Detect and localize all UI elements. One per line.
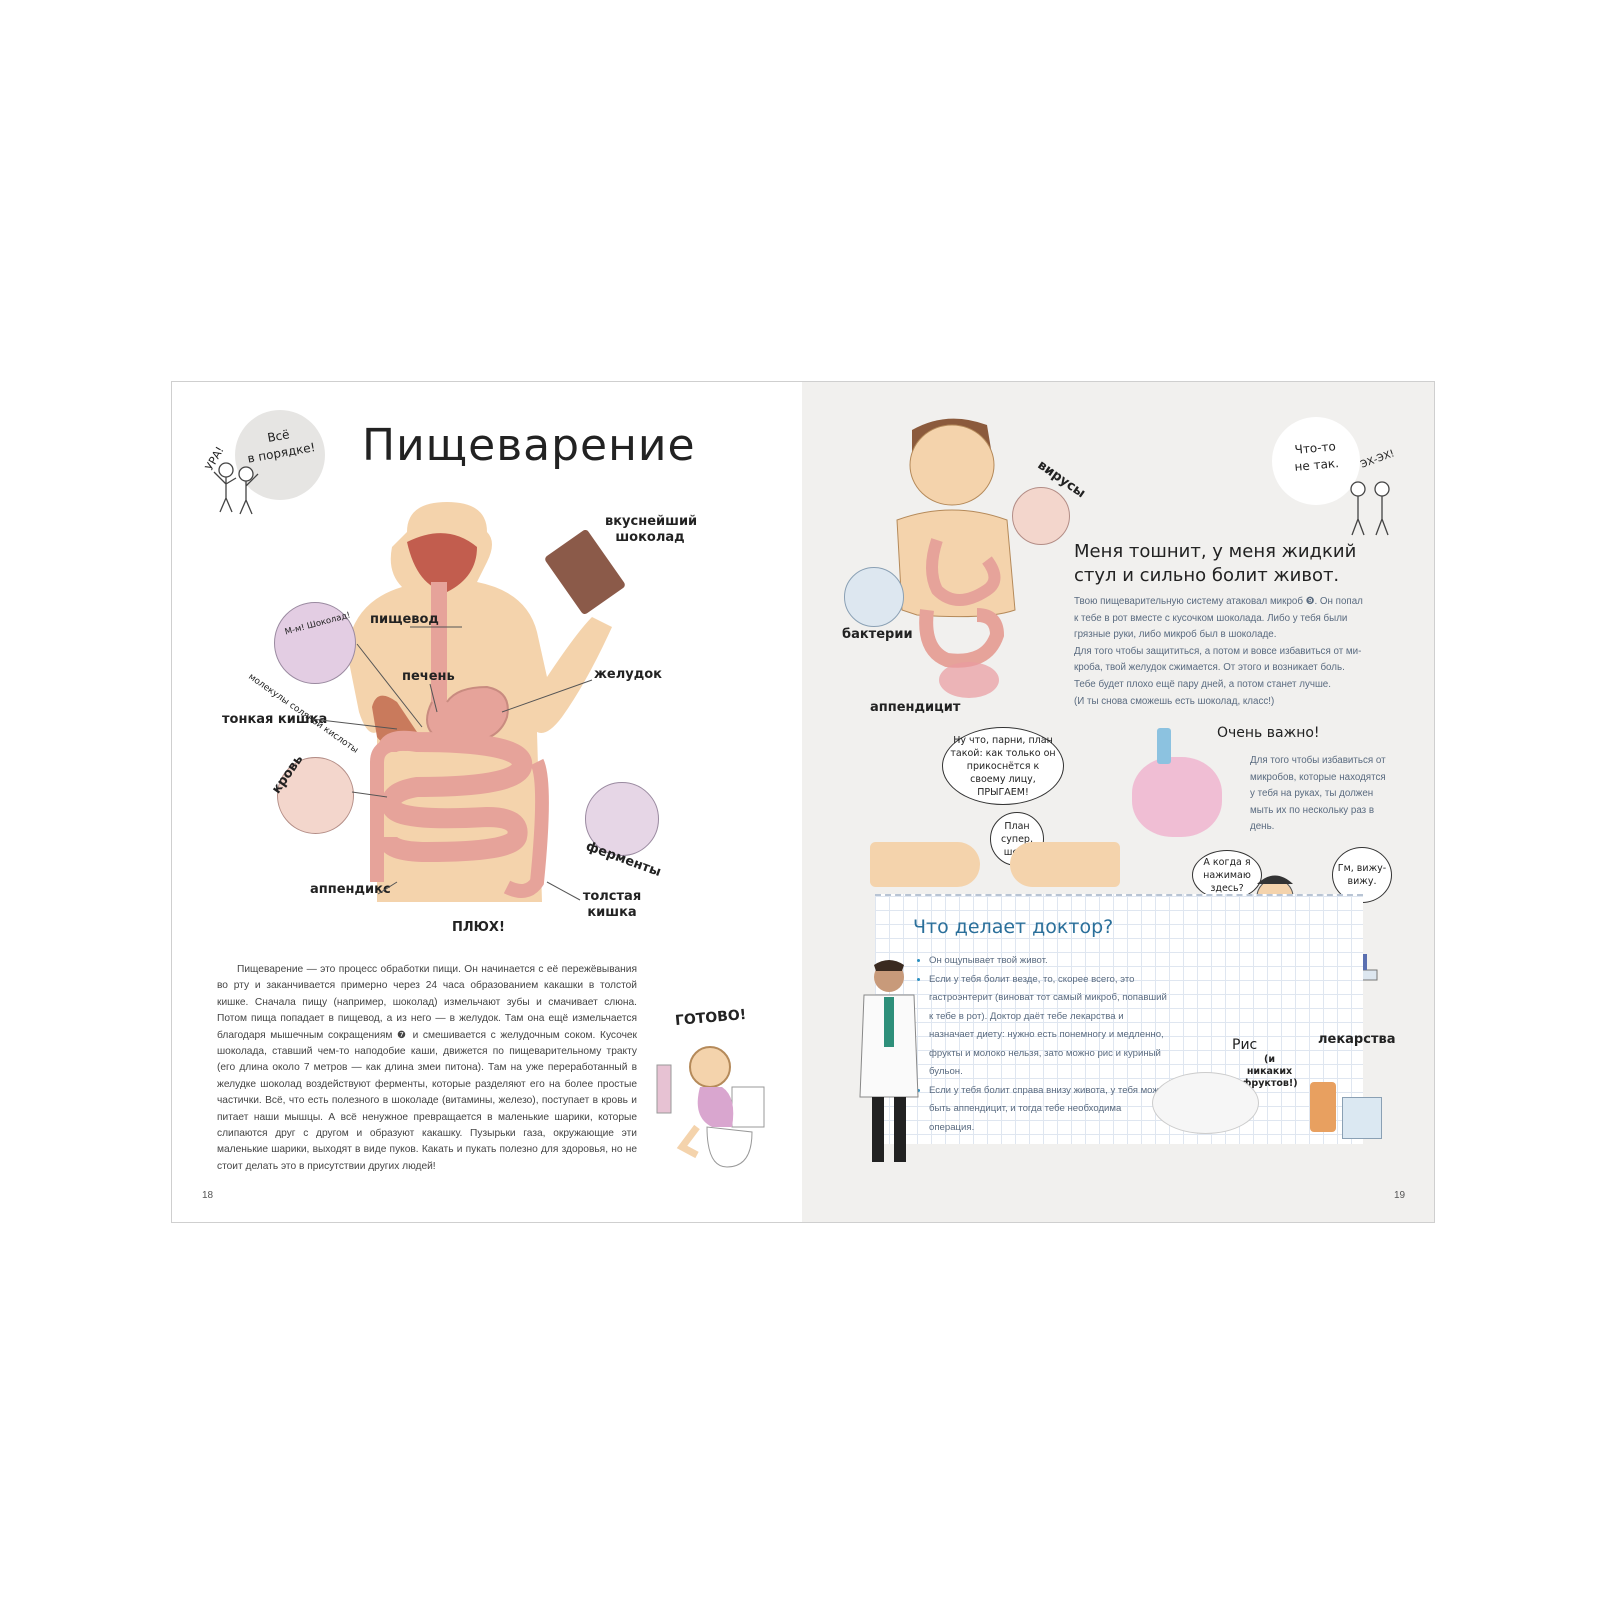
sad-kids-illustration [1350, 481, 1390, 536]
page-title: Пищеварение [362, 420, 696, 471]
label-leader-lines [311, 626, 593, 901]
doctor-speech: А когда я нажимаю здесь? [1192, 850, 1262, 900]
symptoms-heading: Меня тошнит, у меня жидкий стул и сильно… [1074, 541, 1357, 586]
kid-shout-eh: ЭХ-ЭХ! [1359, 448, 1397, 471]
sick-boy-illustration [896, 418, 1016, 698]
ok-bubble [235, 410, 325, 500]
doctor-card-title: Что делает доктор? [913, 916, 1114, 938]
page-number-right: 19 [1394, 1190, 1406, 1201]
symptoms-text: Твою пищеварительную систему атаковал ми… [1074, 596, 1363, 707]
viruses-circle [1012, 487, 1070, 545]
done-exclamation: ГОТОВО! [674, 1006, 747, 1030]
doctor-card-item: Если у тебя болит везде, то, скорее всег… [929, 971, 1169, 1082]
medicine-bottle-icon [1310, 1082, 1336, 1132]
medicine-box-icon [1342, 1097, 1382, 1139]
label-esophagus: пищевод [370, 612, 439, 627]
medicine-label: лекарства [1318, 1032, 1396, 1047]
kid-on-toilet-illustration [656, 1046, 765, 1168]
wash-hands-text: Для того чтобы избавиться от микробов, к… [1250, 755, 1386, 833]
happy-kids-illustration [213, 462, 259, 515]
blood-circle [277, 757, 354, 834]
very-important-label: Очень важно! [1217, 725, 1320, 741]
rice-bowl-illustration [1152, 1072, 1259, 1134]
microbe-leader-speech: Ну что, парни, план такой: как только он… [942, 727, 1064, 805]
label-chocolate: вкуснейший шоколад [605, 514, 698, 545]
label-bacteria: бактерии [842, 627, 913, 642]
doctor-card: Что делает доктор? Он ощупывает твой жив… [875, 894, 1363, 1144]
doctor-card-item: Он ощупывает твой живот. [929, 952, 1169, 971]
page-number-left: 18 [202, 1190, 214, 1201]
doctor-card-list: Он ощупывает твой живот. Если у тебя бол… [915, 952, 1169, 1137]
acid-molecules-circle [274, 602, 356, 684]
rice-label: Рис [1232, 1037, 1258, 1053]
hands-illustration [870, 822, 1120, 892]
label-appendix: аппендикс [310, 882, 391, 897]
label-plop: ПЛЮХ! [452, 920, 505, 935]
label-small-intestine: тонкая кишка [222, 712, 328, 727]
intro-paragraph: Пищеварение — это процесс обработки пищи… [217, 964, 637, 1172]
label-appendicitis: аппендицит [870, 700, 961, 715]
soap-hands-illustration [1132, 757, 1222, 837]
label-large-intestine: толстая кишка [582, 889, 642, 920]
not-ok-bubble [1272, 417, 1360, 505]
digestive-system-illustration [347, 502, 612, 902]
faucet-icon [1157, 728, 1171, 764]
rice-note: (и никаких фруктов!) [1242, 1054, 1298, 1089]
doctor-card-item: Если у тебя болит справа внизу живота, у… [929, 1082, 1169, 1138]
bacteria-circle [844, 567, 904, 627]
enzymes-circle [585, 782, 659, 856]
label-liver: печень [402, 669, 455, 684]
doctor-photo [859, 960, 919, 1162]
label-stomach: желудок [594, 667, 663, 682]
